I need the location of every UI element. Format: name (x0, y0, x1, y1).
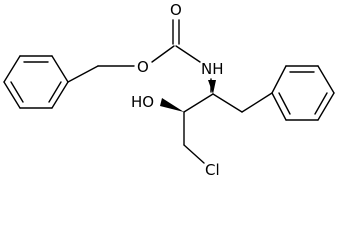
chlorine-label: Cl (205, 161, 220, 179)
hydroxyl-label: HO (131, 93, 154, 111)
amine-label: NH (201, 60, 224, 78)
stereo-wedge-2 (160, 98, 184, 112)
carbamate-chain (67, 19, 201, 83)
stereo-wedge-1 (208, 80, 216, 94)
left-benzene-ring (3, 55, 69, 109)
ester-oxygen-label: O (137, 58, 149, 76)
molecule-structure: O O NH HO Cl (3, 1, 335, 179)
carbonyl-oxygen-label: O (170, 1, 182, 19)
structure-drawing: O O NH HO Cl (3, 1, 335, 179)
right-benzene-ring (271, 65, 335, 121)
backbone (160, 78, 273, 164)
